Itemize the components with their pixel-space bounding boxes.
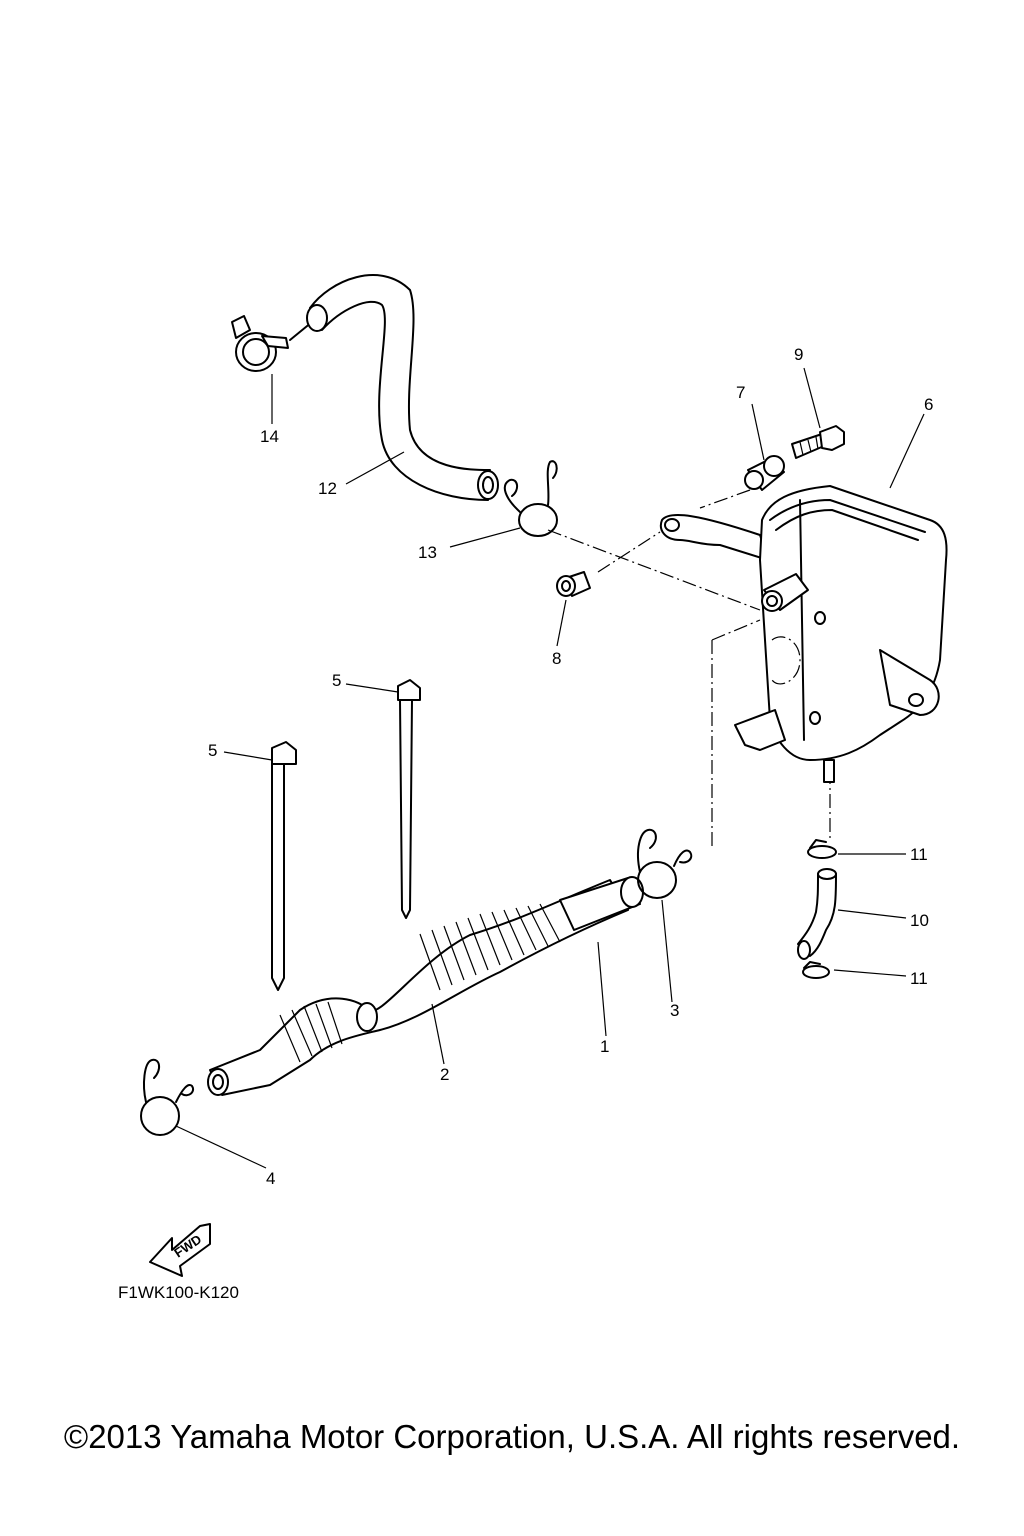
part-8-collar xyxy=(556,571,591,597)
callout-7: 7 xyxy=(736,383,745,402)
part-5-cable-tie-right xyxy=(397,679,421,919)
callout-12: 12 xyxy=(318,479,337,498)
leader-lines xyxy=(175,367,925,1169)
part-9-bolt xyxy=(791,425,845,459)
callout-9: 9 xyxy=(794,345,803,364)
part-5-cable-tie-left xyxy=(271,741,297,991)
callout-1: 1 xyxy=(600,1037,609,1056)
part-11-clip-lower xyxy=(802,961,830,979)
callout-10: 10 xyxy=(910,911,929,930)
callout-6: 6 xyxy=(924,395,933,414)
callout-11-lower: 11 xyxy=(910,969,928,988)
callout-labels: 14 12 13 8 7 9 6 5 5 11 10 11 3 1 2 4 xyxy=(208,345,933,1188)
callout-5-right: 5 xyxy=(332,671,341,690)
part-11-clip-upper xyxy=(807,839,837,859)
part-4-clip xyxy=(140,1058,194,1136)
callout-5-left: 5 xyxy=(208,741,217,760)
callout-4: 4 xyxy=(266,1169,275,1188)
part-1-hose xyxy=(559,876,644,931)
copyright-notice: ©2013 Yamaha Motor Corporation, U.S.A. A… xyxy=(63,1418,961,1455)
callout-2: 2 xyxy=(440,1065,449,1084)
part-3-clip xyxy=(637,828,693,899)
fwd-arrow-icon: FWD xyxy=(149,1223,211,1277)
part-13-clip xyxy=(503,460,558,537)
callout-13: 13 xyxy=(418,543,437,562)
callout-14: 14 xyxy=(260,427,279,446)
callout-3: 3 xyxy=(670,1001,679,1020)
part-12-hose xyxy=(306,274,499,501)
part-7-grommet xyxy=(744,455,785,491)
callout-8: 8 xyxy=(552,649,561,668)
part-10-hose xyxy=(797,868,837,960)
part-14-clamp xyxy=(231,315,313,372)
callout-11-upper: 11 xyxy=(910,845,928,864)
part-6-tank xyxy=(660,485,948,783)
diagram-code: F1WK100-K120 xyxy=(118,1283,239,1302)
